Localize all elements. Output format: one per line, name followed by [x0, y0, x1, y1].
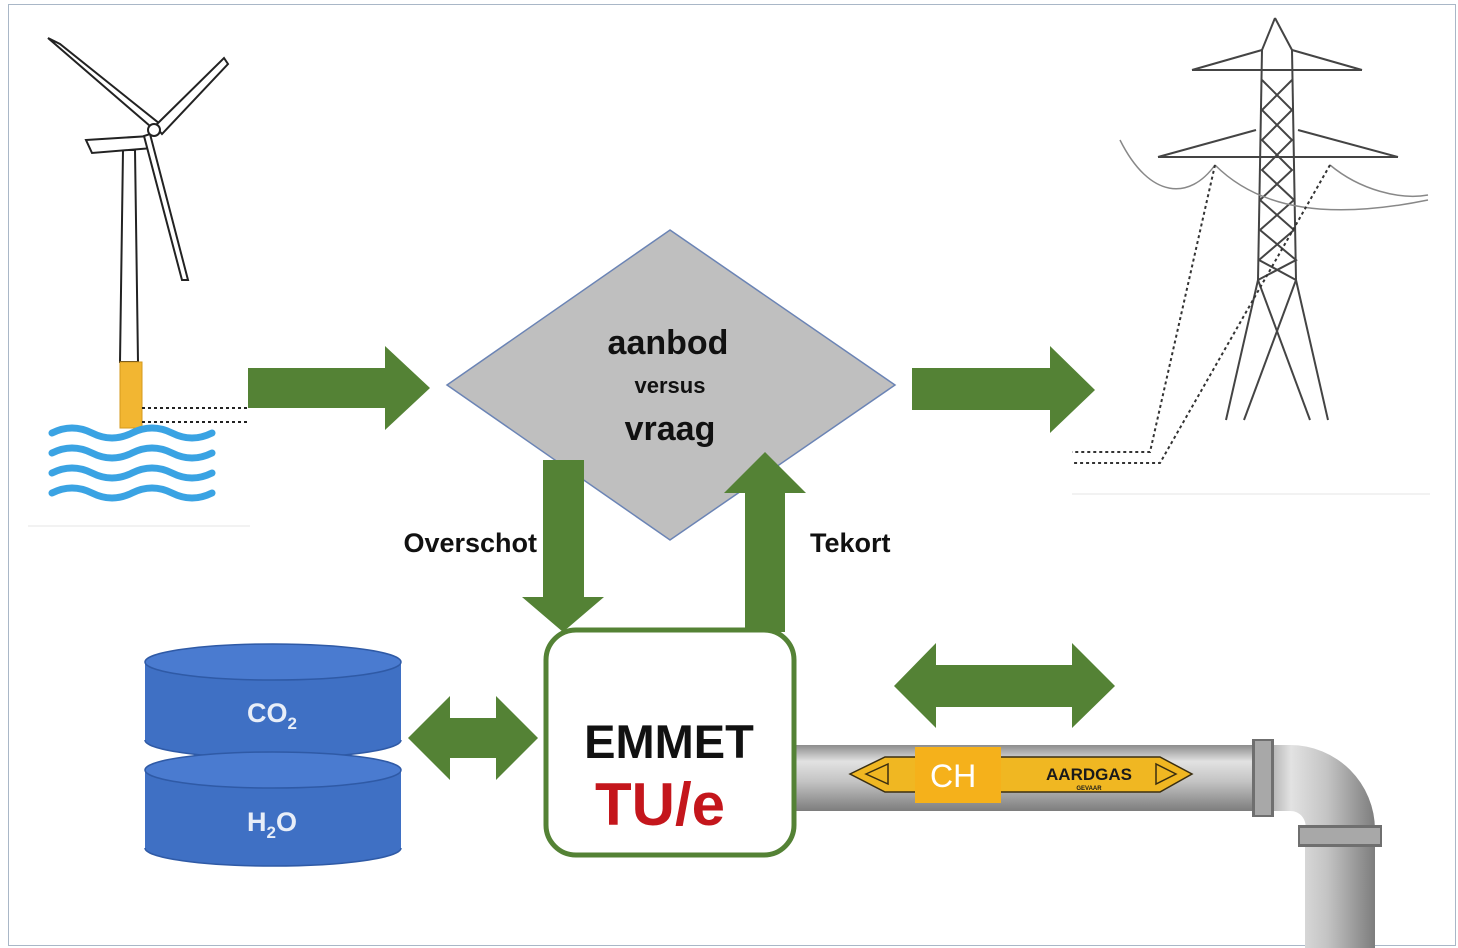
arrow-balance-to-grid [912, 346, 1095, 433]
arrow-surplus-down [522, 460, 604, 632]
emmet-reactor-box: EMMET TU/e [543, 627, 797, 858]
co2-tank: CO2 [144, 643, 402, 759]
tue-logo: TU/e [595, 771, 725, 838]
emmet-title: EMMET [584, 715, 754, 768]
shortage-label: Tekort [810, 528, 891, 558]
diamond-line1: aanbod [608, 324, 729, 362]
surplus-label: Overschot [403, 528, 537, 558]
h2o-label: H2O [247, 807, 297, 842]
arrow-gas-exchange [894, 643, 1115, 728]
gas-pipe-label: CH AARDGAS GEVAAR [848, 747, 1194, 803]
electricity-pylon-icon [1072, 17, 1430, 495]
co2-label: CO2 [247, 698, 297, 733]
wind-turbine-icon [28, 37, 250, 527]
gas-pipeline: CH AARDGAS GEVAAR [790, 739, 1382, 948]
arrow-turbine-to-balance [248, 346, 430, 430]
h2o-tank: H2O [144, 751, 402, 867]
supply-demand-diamond: aanbod versus vraag [445, 229, 897, 541]
diamond-line2: versus [635, 373, 706, 398]
gas-warning-text: GEVAAR [1076, 786, 1102, 792]
gas-code-text: CH [930, 758, 976, 794]
arrow-storage-exchange [408, 696, 538, 780]
diamond-line3: vraag [625, 410, 716, 448]
arrow-shortage-up [724, 452, 806, 632]
gas-name-text: AARDGAS [1046, 765, 1132, 784]
